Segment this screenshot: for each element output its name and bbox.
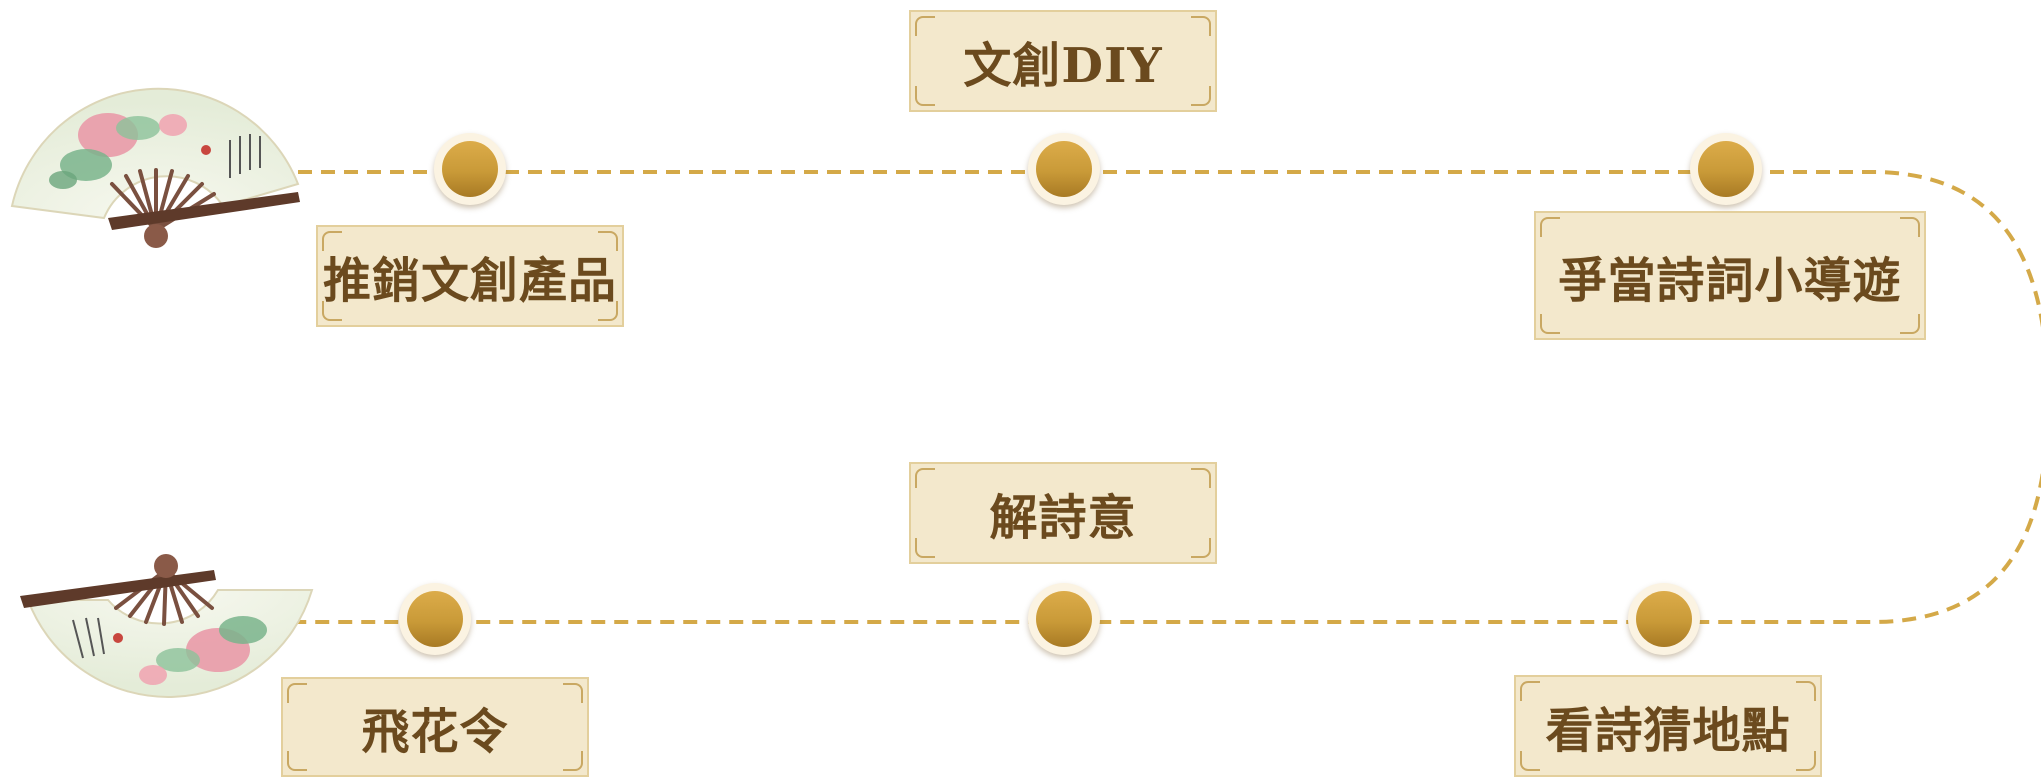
step-label: 看詩猜地點 <box>1545 703 1791 759</box>
timeline-node <box>1690 133 1762 205</box>
timeline-node <box>1628 583 1700 655</box>
step-label-box: 飛花令 <box>281 677 589 777</box>
timeline-node <box>1028 583 1100 655</box>
folding-fan-icon <box>8 70 308 250</box>
step-label-box: 爭當詩詞小導遊 <box>1534 211 1926 340</box>
step-label-box: 文創DIY <box>909 10 1217 112</box>
step-label: 解詩意 <box>989 490 1137 546</box>
timeline-node <box>1028 133 1100 205</box>
step-label: 推銷文創產品 <box>322 253 617 309</box>
timeline-node <box>434 133 506 205</box>
step-label-box: 看詩猜地點 <box>1514 675 1822 777</box>
step-label-box: 推銷文創產品 <box>316 225 624 327</box>
step-label: 飛花令 <box>361 704 509 760</box>
timeline-node <box>399 583 471 655</box>
step-label: 爭當詩詞小導遊 <box>1558 252 1902 309</box>
step-label: 文創DIY <box>963 38 1163 94</box>
step-label-box: 解詩意 <box>909 462 1217 564</box>
folding-fan-icon <box>18 550 318 730</box>
